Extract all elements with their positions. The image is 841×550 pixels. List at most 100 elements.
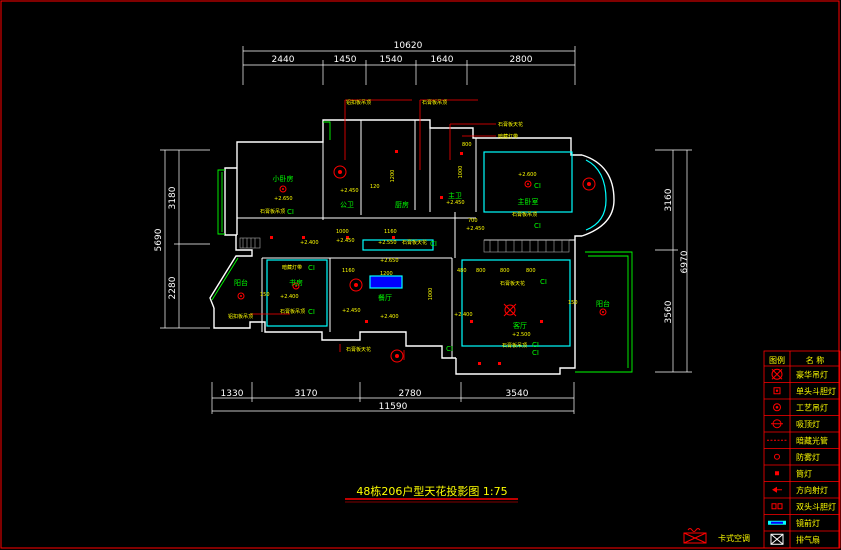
ceiling-note: 石膏板吊顶: [502, 342, 527, 349]
dim-left: 2280: [168, 276, 178, 299]
dim-bottom-total: 11590: [379, 402, 408, 412]
pendant-lamp-icon: [237, 292, 245, 300]
ceiling-note: 石膏板吊顶: [422, 99, 447, 106]
right-dimension-lines: [655, 149, 692, 373]
ceiling-height: +2.400: [380, 314, 399, 320]
ceiling-height: +2.400: [300, 240, 319, 246]
legend-item-label: 方向射灯: [796, 485, 828, 495]
legend-table: [763, 350, 841, 549]
pendant-lamp-icon: [524, 180, 532, 188]
dim-top-seg: 1540: [380, 55, 403, 65]
ci-mark: CI: [446, 345, 453, 353]
legend-item-label: 排气扇: [796, 534, 820, 544]
top-dimension-lines: [242, 46, 576, 85]
ci-mark: CI: [534, 182, 541, 190]
directional-spotlight-icon: [772, 486, 782, 493]
small-dim: 1160: [342, 268, 355, 274]
legend-item-label: 暗藏光管: [796, 435, 828, 445]
ci-mark: CI: [308, 264, 315, 272]
room-label: 书房: [289, 278, 303, 287]
small-dim: 120: [370, 184, 380, 190]
hatch-strips: [239, 237, 570, 253]
ceiling-height: +2.650: [380, 258, 399, 264]
interior-walls: [237, 120, 575, 358]
ceiling-lamp-icon: [349, 278, 363, 292]
balcony-rails: [211, 121, 633, 373]
chandelier-icon: [771, 368, 783, 380]
double-spotlight-icon: [771, 503, 783, 510]
legend-item-label: 双头斗胆灯: [796, 501, 836, 511]
room-label: 主卫: [448, 191, 462, 200]
ci-mark: CI: [540, 278, 547, 286]
ceiling-height: +2.450: [446, 200, 465, 206]
ceiling-note: 铝扣板吊顶: [228, 313, 253, 320]
ceiling-note: 石膏板吊顶: [280, 308, 305, 315]
dim-left: 3180: [168, 186, 178, 209]
small-dim: 150: [260, 292, 270, 298]
ci-mark: CI: [287, 208, 294, 216]
ceiling-height: +2.450: [342, 308, 361, 314]
downlight-icon: [270, 150, 543, 365]
dim-bottom-seg: 2780: [399, 389, 422, 399]
ceiling-lamp-icon: [390, 349, 404, 363]
downlight-icon: [775, 471, 779, 476]
dim-bottom-seg: 1330: [221, 389, 244, 399]
small-dim: 1200: [380, 271, 393, 277]
drawing-title: 48栋206户型天花投影图 1:75: [356, 484, 507, 498]
room-label: 小卧房: [273, 174, 294, 183]
ceiling-note: 暗藏灯带: [498, 133, 518, 140]
small-dim: 700: [468, 218, 478, 224]
ceiling-height: +2.450: [466, 226, 485, 232]
cassette-ac-icon: [683, 528, 707, 544]
ci-mark: CI: [532, 349, 539, 357]
dim-top-seg: 1640: [431, 55, 454, 65]
dim-top-seg: 2440: [272, 55, 295, 65]
small-dim: 150: [568, 300, 578, 306]
ceiling-note: 暗藏灯带: [282, 264, 302, 271]
ci-mark: CI: [430, 240, 437, 248]
legend-item-label: 工艺吊灯: [796, 402, 828, 412]
ceiling-height: +2.400: [280, 294, 299, 300]
legend-header: 名 称: [806, 355, 825, 365]
bottom-dimension-lines: [211, 382, 575, 414]
small-dim: 800: [476, 268, 486, 274]
dim-right: 3560: [664, 300, 674, 323]
room-label: 阳台: [596, 299, 610, 308]
legend-header: 图例: [769, 355, 785, 365]
small-dim: 1000: [336, 229, 349, 235]
cassette-ac-label: 卡式空调: [718, 533, 750, 543]
pendant-lamp-icon: [773, 403, 781, 412]
ceiling-height: +2.500: [512, 332, 531, 338]
exterior-walls: [209, 119, 615, 375]
small-dim: 1000: [458, 166, 464, 179]
ceiling-outlines: [266, 151, 607, 347]
ceiling-lamp-icon: [333, 165, 347, 179]
legend-item-label: 豪华吊灯: [796, 369, 828, 379]
room-label: 公卫: [340, 201, 354, 209]
dim-bottom-seg: 3540: [506, 389, 529, 399]
ceiling-height: +2.550: [378, 240, 397, 246]
room-label: 客厅: [513, 321, 527, 330]
annotation-leaders: [250, 99, 496, 360]
room-label: 餐厅: [378, 293, 392, 302]
ceiling-note: 石膏板天花: [346, 346, 371, 353]
legend-item-label: 吸顶灯: [796, 419, 820, 429]
ci-mark: CI: [532, 341, 539, 349]
small-dim: 800: [526, 268, 536, 274]
ceiling-height: +2.450: [336, 238, 355, 244]
ceiling-height: +2.400: [454, 312, 473, 318]
dim-right: 6970: [680, 250, 690, 273]
ceiling-height: +2.600: [518, 172, 537, 178]
ceiling-note: 石膏板吊顶: [260, 208, 285, 215]
ceiling-lamp-icon: [771, 419, 783, 429]
legend-item-label: 防雾灯: [796, 452, 820, 462]
dim-bottom-seg: 3170: [295, 389, 318, 399]
ceiling-note: 石膏板天花: [498, 121, 523, 128]
ceiling-note: 石膏板天花: [500, 280, 525, 287]
ceiling-height: +2.450: [340, 188, 359, 194]
ceiling-height: +2.650: [274, 196, 293, 202]
